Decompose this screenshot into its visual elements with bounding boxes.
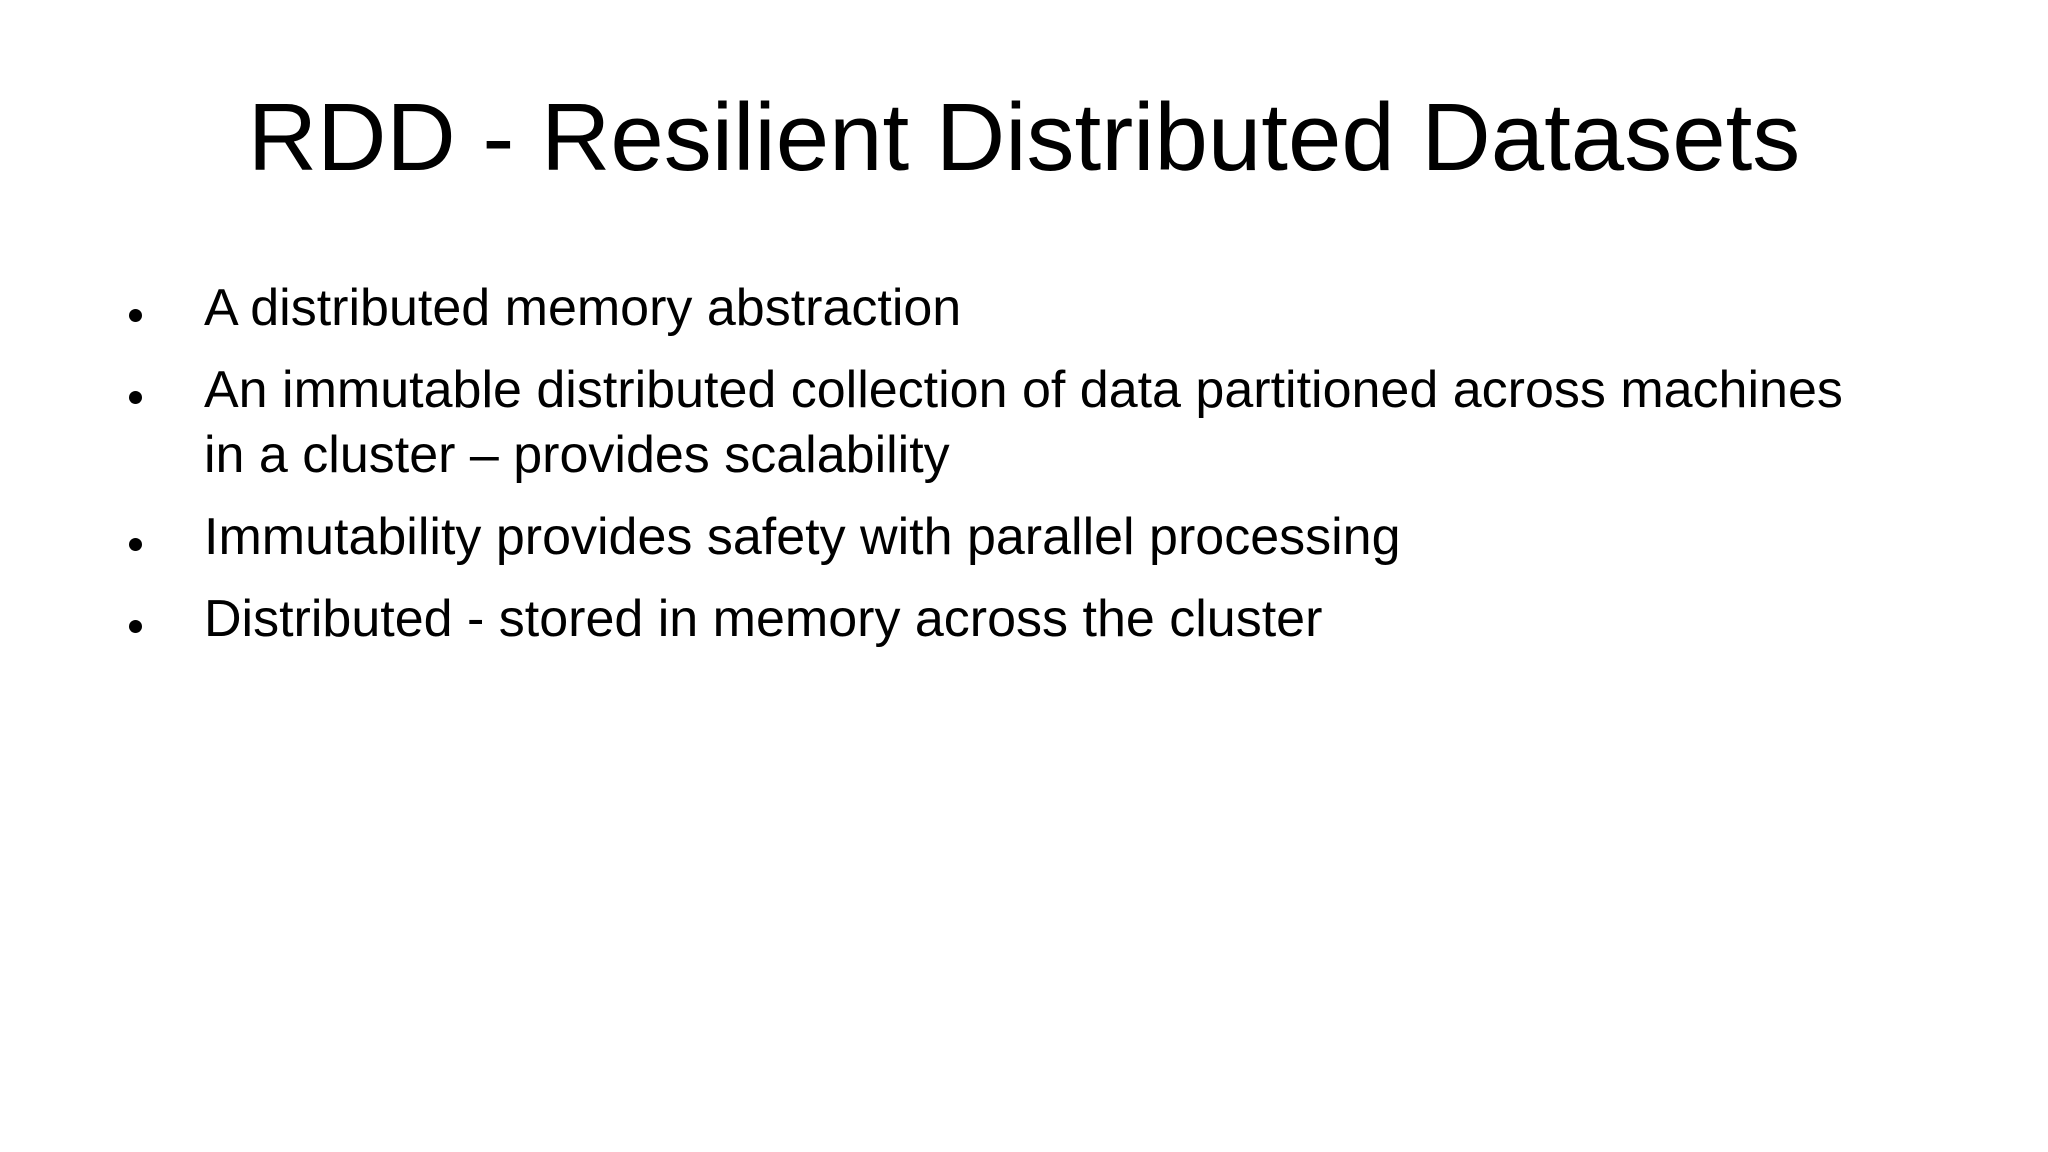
bullet-marker-icon — [129, 620, 142, 633]
bullet-text: Immutability provides safety with parall… — [204, 508, 1401, 566]
slide-title: RDD - Resilient Distributed Datasets — [247, 84, 1801, 191]
bullet-item: Immutability provides safety with parall… — [126, 505, 1872, 570]
bullet-list: A distributed memory abstraction An immu… — [126, 276, 1872, 669]
bullet-item: A distributed memory abstraction — [126, 276, 1872, 341]
bullet-marker-icon — [129, 538, 142, 551]
bullet-item: Distributed - stored in memory across th… — [126, 587, 1872, 652]
bullet-marker-icon — [129, 391, 142, 404]
bullet-text: A distributed memory abstraction — [204, 279, 962, 337]
bullet-item: An immutable distributed collection of d… — [126, 358, 1872, 488]
bullet-text: Distributed - stored in memory across th… — [204, 590, 1323, 648]
bullet-marker-icon — [129, 309, 142, 322]
bullet-text: An immutable distributed collection of d… — [204, 361, 1843, 484]
